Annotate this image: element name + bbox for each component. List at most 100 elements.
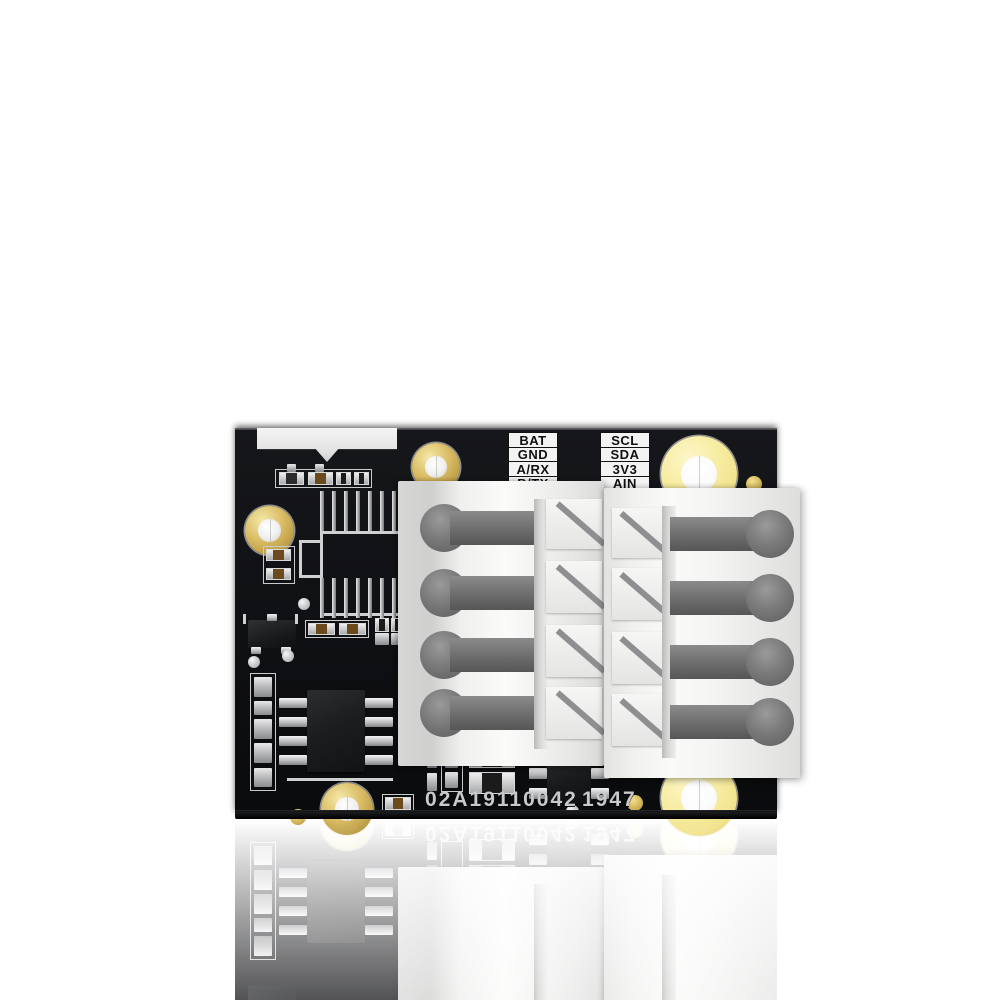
reflection-testpad-3 (254, 894, 272, 914)
trace-fan-upper (320, 491, 406, 533)
left-screw-slot-4-slash (555, 690, 607, 736)
reflection-soic8-r3 (365, 887, 393, 897)
right-screw-slot-3[interactable] (612, 632, 669, 684)
reflection-right-tb-body (604, 855, 777, 1000)
q-sot23-leg-b1 (251, 647, 261, 654)
reflection-via-br (627, 822, 643, 838)
ic-soic8-leg-l4 (279, 755, 307, 765)
pad-r9-bot (375, 633, 389, 645)
trace-fan-lower (320, 578, 406, 618)
reflection-soic8-l4 (279, 868, 307, 878)
right-wire-hole-4[interactable] (670, 698, 794, 746)
reflection-left-tb-body (398, 867, 604, 1000)
ic-sot23-6-leg-l3 (529, 788, 547, 799)
via-mid-3 (248, 656, 260, 668)
resistor-r7 (308, 623, 335, 635)
reflection-soic8-r2 (365, 906, 393, 916)
reflection-soic8-r4 (365, 868, 393, 878)
left-screw-slot-2[interactable] (546, 561, 607, 613)
reflection-soic8-r1 (365, 925, 393, 935)
resistor-r6 (266, 568, 291, 580)
resistor-r4 (354, 472, 369, 485)
right-terminal-wall (662, 506, 676, 758)
testpad-2 (254, 701, 272, 715)
label-scl: SCL (600, 432, 650, 448)
reflection-resistor-11 (385, 823, 411, 836)
ic-soic8-leg-r1 (365, 698, 393, 708)
silk-ic-bar (287, 778, 393, 781)
right-wire-hole-3-head (746, 638, 794, 686)
label-ain: AIN (600, 475, 650, 492)
silk-outline-mid-res (263, 546, 295, 584)
right-terminal-block[interactable] (604, 488, 800, 778)
reflection-sot6-l2 (529, 854, 547, 865)
ic-soic8 (307, 690, 365, 772)
testpad-5 (254, 768, 272, 787)
resistor-r5 (266, 549, 291, 561)
hole-top-right-bore (681, 456, 717, 492)
silk-q-outline-l (243, 614, 246, 624)
reflection-via-bot (566, 820, 579, 828)
right-wire-hole-1[interactable] (670, 510, 794, 558)
reflection-testpad-2 (254, 918, 272, 932)
silk-module-edge-v2 (320, 534, 323, 616)
ic-sot23-6-leg-l2 (529, 768, 547, 779)
silk-q-outline-r (295, 614, 298, 624)
hole-bottom-left (321, 783, 373, 835)
ic-soic8-leg-l1 (279, 698, 307, 708)
q-sot23-leg-top (267, 614, 277, 621)
right-wire-hole-3[interactable] (670, 638, 794, 686)
reflection-testpad-1 (254, 936, 272, 956)
ic-sot23-6-leg-r3 (591, 788, 609, 799)
reflection-cluster-box (441, 841, 463, 885)
silk-module-edge-h (299, 540, 323, 543)
board-bottom-edge (235, 810, 777, 813)
silk-part-number: 02A19110042 (425, 788, 578, 811)
via-mid-2 (282, 650, 294, 662)
reflection-sot6-l3 (529, 834, 547, 845)
pad-r2-top (315, 464, 324, 472)
reflection-pad-c2 (427, 842, 437, 860)
ic-soic8-leg-l3 (279, 736, 307, 746)
capacitor-c2 (469, 772, 515, 794)
left-screw-slot-1-slash (555, 501, 607, 547)
silk-outline-row-res (305, 620, 369, 638)
left-screw-slot-1[interactable] (546, 499, 607, 549)
testpad-3 (254, 719, 272, 739)
left-screw-slot-3[interactable] (546, 625, 607, 677)
ic-soic8-leg-r2 (365, 717, 393, 727)
reflection-soic8-l1 (279, 925, 307, 935)
reflection-testpad-5 (254, 846, 272, 865)
testpad-column (250, 673, 276, 791)
q-sot23 (248, 620, 296, 648)
reflection-left-wall (534, 884, 548, 1000)
resistor-r1 (279, 472, 304, 485)
ic-soic8-leg-l2 (279, 717, 307, 727)
reflection-right-wall (662, 875, 676, 1000)
pad-r1-top (287, 464, 296, 472)
right-screw-slot-1[interactable] (612, 508, 669, 558)
reflection-soic8-l2 (279, 906, 307, 916)
ic-soic8-leg-r4 (365, 755, 393, 765)
left-screw-slot-4[interactable] (546, 687, 607, 739)
left-terminal-wall (534, 499, 548, 749)
reflection-silk-date-code: 1947 (582, 822, 637, 845)
reflection-sot6-r1 (591, 874, 609, 885)
right-wire-hole-2[interactable] (670, 574, 794, 622)
trace-bus-upper (320, 531, 410, 534)
reflection-testpads (250, 842, 276, 960)
left-wire-hole-1[interactable] (420, 504, 560, 552)
ic-sot23-6-leg-r2 (591, 768, 609, 779)
reflection-sot6-r2 (591, 854, 609, 865)
pad-cluster-4 (445, 772, 458, 788)
right-screw-slot-4[interactable] (612, 694, 669, 746)
resistor-r9 (375, 618, 389, 632)
left-terminal-block[interactable] (398, 481, 607, 766)
reflection-left-terminal-block (398, 867, 604, 1000)
resistor-r8 (339, 623, 366, 635)
reflection-right-terminal-block (604, 855, 777, 1000)
board-reflection-inner: 02A19110042 1947 (235, 820, 777, 1000)
right-wire-hole-1-head (746, 510, 794, 558)
right-screw-slot-2[interactable] (612, 568, 669, 620)
